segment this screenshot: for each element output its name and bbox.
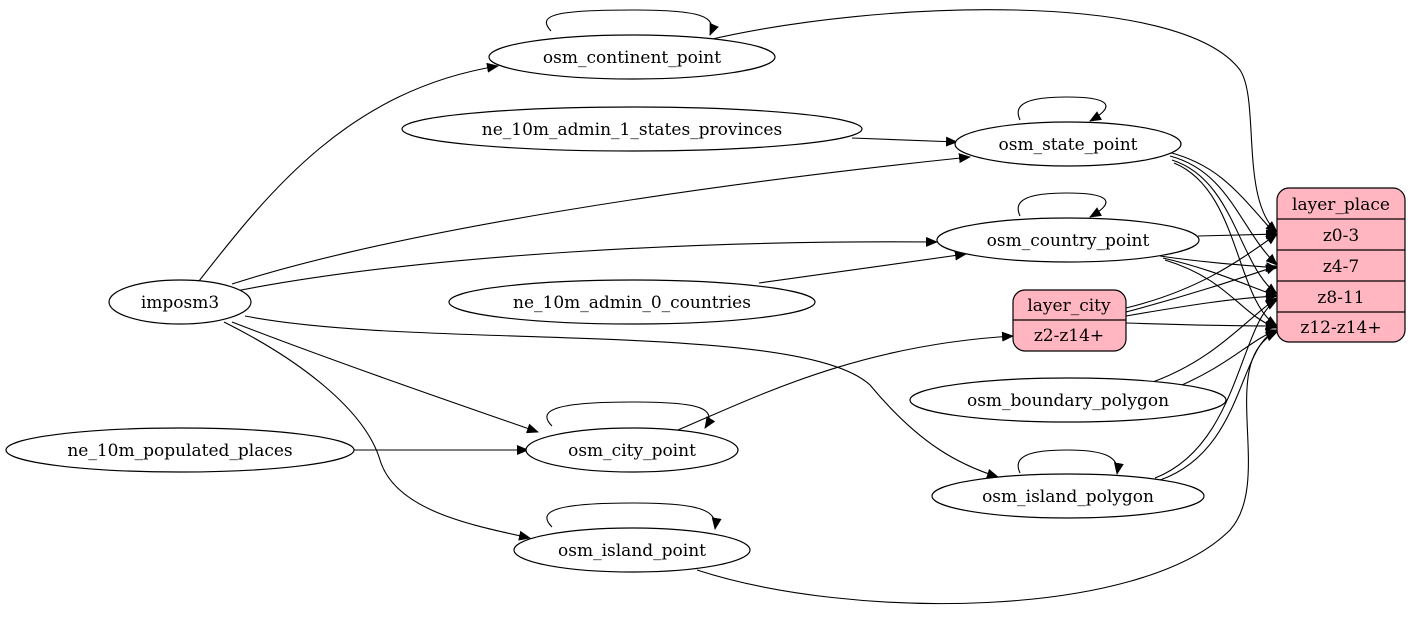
node-label: osm_country_point [987, 231, 1150, 251]
record-field-z12-z14: z12-z14+ [1300, 318, 1381, 338]
node-shape [936, 217, 1200, 263]
node-ne-10m-admin-0-countries: ne_10m_admin_0_countries [448, 279, 816, 325]
node-osm-island-point: osm_island_point [513, 527, 751, 573]
node-osm-country-point: osm_country_point [936, 217, 1200, 263]
node-shape [5, 427, 355, 473]
node-imposm3: imposm3 [108, 279, 252, 325]
node-osm-continent-point: osm_continent_point [488, 34, 776, 80]
record-layer-place: layer_place z0-3 z4-7 z8-11 z12-z14+ [1276, 187, 1406, 343]
edge-ne-admin-1-osm-state-point [851, 136, 958, 147]
self-loop-osm-city-point [546, 401, 716, 429]
node-shape [488, 34, 776, 80]
edge-imposm3-osm-country-point [235, 236, 938, 292]
node-label: osm_continent_point [543, 48, 721, 68]
node-label: osm_boundary_polygon [967, 391, 1169, 411]
edge-osm-island-polygon-z8-11 [1154, 299, 1278, 479]
edge-osm-city-point-layer-city [677, 331, 1014, 431]
edge-osm-country-point-z0-3 [1197, 229, 1278, 240]
node-shape [954, 121, 1182, 167]
edge-layer-city-z12-z14 [1125, 320, 1278, 331]
edge-osm-boundary-polygon-z12-z14 [1174, 329, 1278, 389]
node-ne-10m-admin-1-states-provinces: ne_10m_admin_1_states_provinces [401, 106, 863, 152]
self-loop-osm-country-point [1017, 192, 1107, 218]
record-title: layer_city [1027, 296, 1111, 316]
self-loop-osm-island-polygon [1017, 449, 1124, 475]
edge-osm-country-point-z12-z14 [1164, 259, 1278, 330]
edge-layer-city-z0-3 [1125, 233, 1278, 309]
record-field-z0-3: z0-3 [1323, 226, 1359, 246]
edge-ne-admin-0-osm-country-point [758, 250, 967, 284]
node-osm-island-polygon: osm_island_polygon [931, 473, 1205, 519]
record-field-z2-z14: z2-z14+ [1034, 326, 1104, 346]
edge-osm-state-point-z0-3 [1167, 151, 1278, 237]
node-label: ne_10m_populated_places [67, 441, 292, 461]
edge-layer-city-z4-7 [1125, 264, 1278, 313]
record-field-z4-7: z4-7 [1323, 257, 1359, 277]
record-title: layer_place [1292, 195, 1390, 215]
edge-imposm3-osm-continent-point [198, 62, 499, 282]
record-shape [1276, 187, 1406, 343]
node-shape [931, 473, 1205, 519]
edge-imposm3-osm-island-polygon [244, 315, 999, 479]
record-field-z8-11: z8-11 [1317, 288, 1364, 308]
edge-imposm3-osm-city-point [231, 321, 539, 434]
node-shape [513, 527, 751, 573]
edge-osm-state-point-z4-7 [1169, 155, 1278, 266]
node-label: osm_island_polygon [982, 487, 1154, 507]
edge-osm-continent-point-z0-3 [707, 9, 1278, 233]
node-label: osm_island_point [558, 541, 706, 561]
node-label: ne_10m_admin_1_states_provinces [482, 120, 782, 140]
node-shape [108, 279, 252, 325]
self-loop-osm-island-point [546, 502, 722, 530]
self-loop-osm-continent-point [545, 9, 719, 36]
node-shape [401, 106, 863, 152]
node-label: osm_city_point [568, 441, 696, 461]
node-ne-10m-populated-places: ne_10m_populated_places [5, 427, 355, 473]
edge-osm-state-point-z12-z14 [1173, 162, 1278, 327]
edge-imposm3-osm-island-point [223, 321, 531, 541]
self-loop-osm-state-point [1017, 96, 1107, 122]
node-shape [909, 377, 1227, 423]
edges [198, 9, 1278, 605]
node-osm-boundary-polygon: osm_boundary_polygon [909, 377, 1227, 423]
record-layer-city: layer_city z2-z14+ [1012, 289, 1127, 352]
node-osm-city-point: osm_city_point [525, 427, 739, 473]
edge-imposm3-osm-state-point [231, 153, 971, 285]
node-label: imposm3 [141, 293, 219, 313]
edge-osm-island-polygon-z12-z14 [1159, 329, 1278, 481]
node-shape [448, 279, 816, 325]
node-osm-state-point: osm_state_point [954, 121, 1182, 167]
node-label: ne_10m_admin_0_countries [513, 293, 751, 313]
node-shape [525, 427, 739, 473]
edge-layer-city-z8-11 [1125, 291, 1278, 317]
edge-osm-state-point-z8-11 [1171, 159, 1278, 295]
edge-osm-island-point-z12-z14 [696, 331, 1278, 605]
node-label: osm_state_point [999, 135, 1138, 155]
